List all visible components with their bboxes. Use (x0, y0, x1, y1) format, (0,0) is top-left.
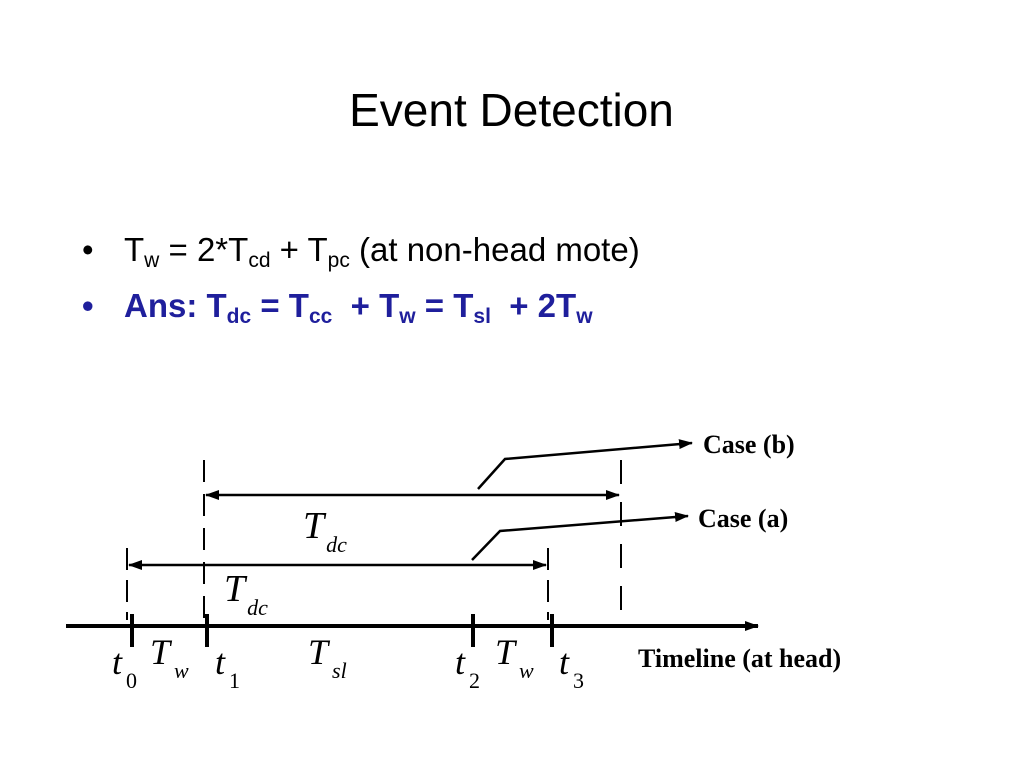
text-run: = 2*T (159, 231, 249, 268)
subscript: w (399, 305, 416, 328)
timeline-label: Timeline (at head) (638, 644, 841, 673)
subscript: dc (226, 305, 252, 328)
case-a-pointer (471, 512, 689, 561)
text-run: T (124, 231, 145, 268)
tdc-b-label: Tdc (303, 505, 347, 557)
case-b-label: Case (b) (703, 430, 795, 459)
slide-title: Event Detection (349, 84, 674, 136)
bullet-list: • Tw = 2*Tcd + Tpc (at non-head mote) • … (82, 222, 640, 334)
subscript: cd (248, 249, 271, 272)
tdc-a-label: Tdc (224, 568, 268, 620)
text-run: + T (332, 287, 400, 324)
subscript: pc (327, 249, 350, 272)
subscript: cc (308, 305, 333, 328)
case-a-label: Case (a) (698, 504, 788, 533)
bullet-dot-icon: • (82, 231, 94, 268)
subscript: sl (473, 305, 491, 328)
text-run: Ans: T (124, 287, 227, 324)
bullet-text: Tw = 2*Tcd + Tpc (at non-head mote) (124, 231, 640, 271)
bullet-tw-formula: • Tw = 2*Tcd + Tpc (at non-head mote) (82, 222, 640, 278)
bullet-answer: • Ans: Tdc = Tcc + Tw = Tsl + 2Tw (82, 278, 640, 334)
text-run: = T (415, 287, 474, 324)
text-run: + T (270, 231, 328, 268)
text-run: = T (251, 287, 309, 324)
case-b-pointer (477, 439, 693, 490)
subscript: w (144, 249, 160, 272)
text-run: + 2T (490, 287, 577, 324)
subscript: w (576, 305, 593, 328)
bullet-dot-icon: • (82, 287, 94, 324)
text-run: (at non-head mote) (349, 231, 640, 268)
bullet-text: Ans: Tdc = Tcc + Tw = Tsl + 2Tw (124, 287, 593, 327)
